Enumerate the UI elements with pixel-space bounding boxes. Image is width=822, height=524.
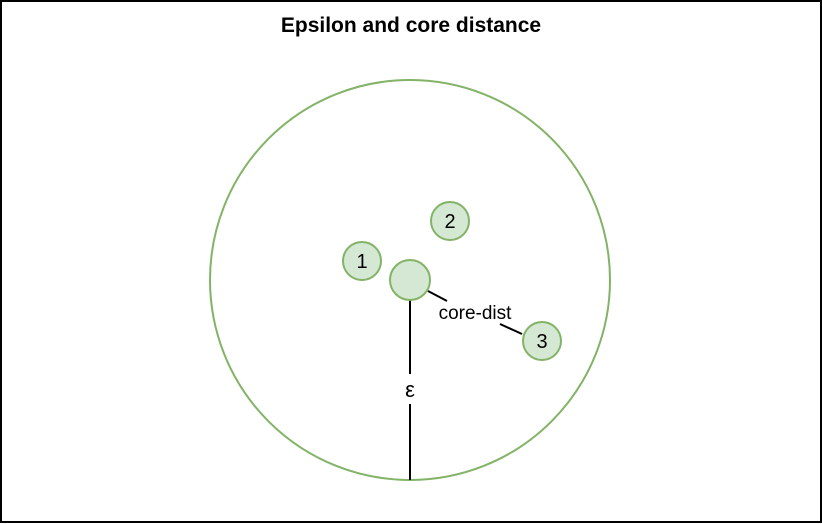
core-distance-line-lower bbox=[499, 323, 523, 335]
point-1 bbox=[342, 241, 382, 281]
point-2 bbox=[430, 201, 470, 241]
point-1-label: 1 bbox=[356, 251, 367, 273]
point-2-label: 2 bbox=[444, 211, 455, 233]
point-3 bbox=[522, 321, 562, 361]
core-point bbox=[389, 259, 431, 301]
epsilon-label: ε bbox=[405, 377, 415, 402]
core-distance-label: core-dist bbox=[439, 303, 513, 324]
diagram-title: Epsilon and core distance bbox=[280, 14, 542, 37]
core-distance-line-upper bbox=[427, 290, 448, 302]
point-3-label: 3 bbox=[536, 331, 547, 353]
